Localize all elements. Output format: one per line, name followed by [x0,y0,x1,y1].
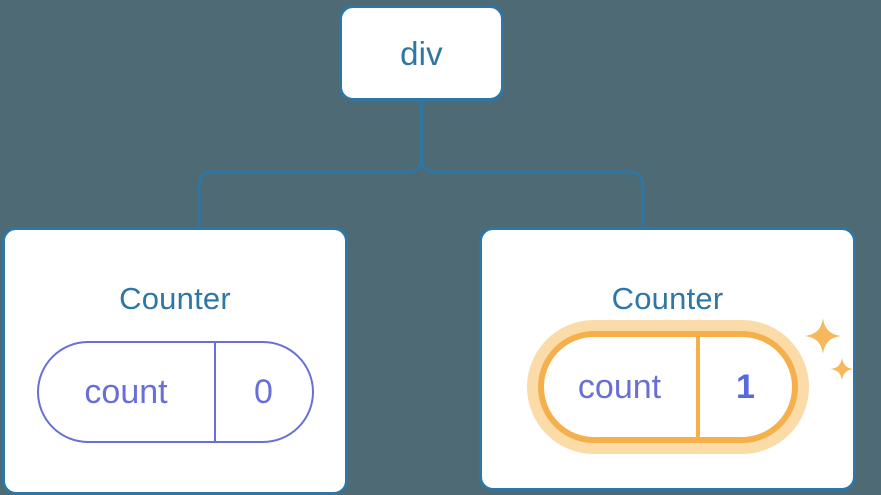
state-key-cell: count [39,343,214,441]
node-div-label: div [400,34,443,72]
node-div[interactable]: div [339,5,504,101]
state-value-label: 1 [736,368,755,406]
state-key-cell: count [544,337,696,437]
state-pill-container: count 0 [36,341,314,443]
component-title: Counter [611,281,724,316]
state-value-label: 0 [254,373,273,411]
state-value-cell: 0 [213,343,312,441]
state-key-label: count [84,373,168,411]
node-counter-right[interactable]: Counter count 1 [479,227,856,491]
sparkle-small-icon [829,357,854,381]
state-key-label: count [577,368,662,406]
component-title: Counter [119,281,231,316]
connector-branch-left [197,138,423,229]
sparkle-large-icon [804,317,841,355]
connector-branch-right [420,138,645,229]
node-counter-left[interactable]: Counter count 0 [2,227,348,495]
state-value-cell: 1 [695,337,792,437]
state-pill-container-highlighted: count 1 [526,317,854,454]
state-pill-highlighted[interactable]: count 1 [537,331,798,443]
state-pill[interactable]: count 0 [36,341,314,443]
